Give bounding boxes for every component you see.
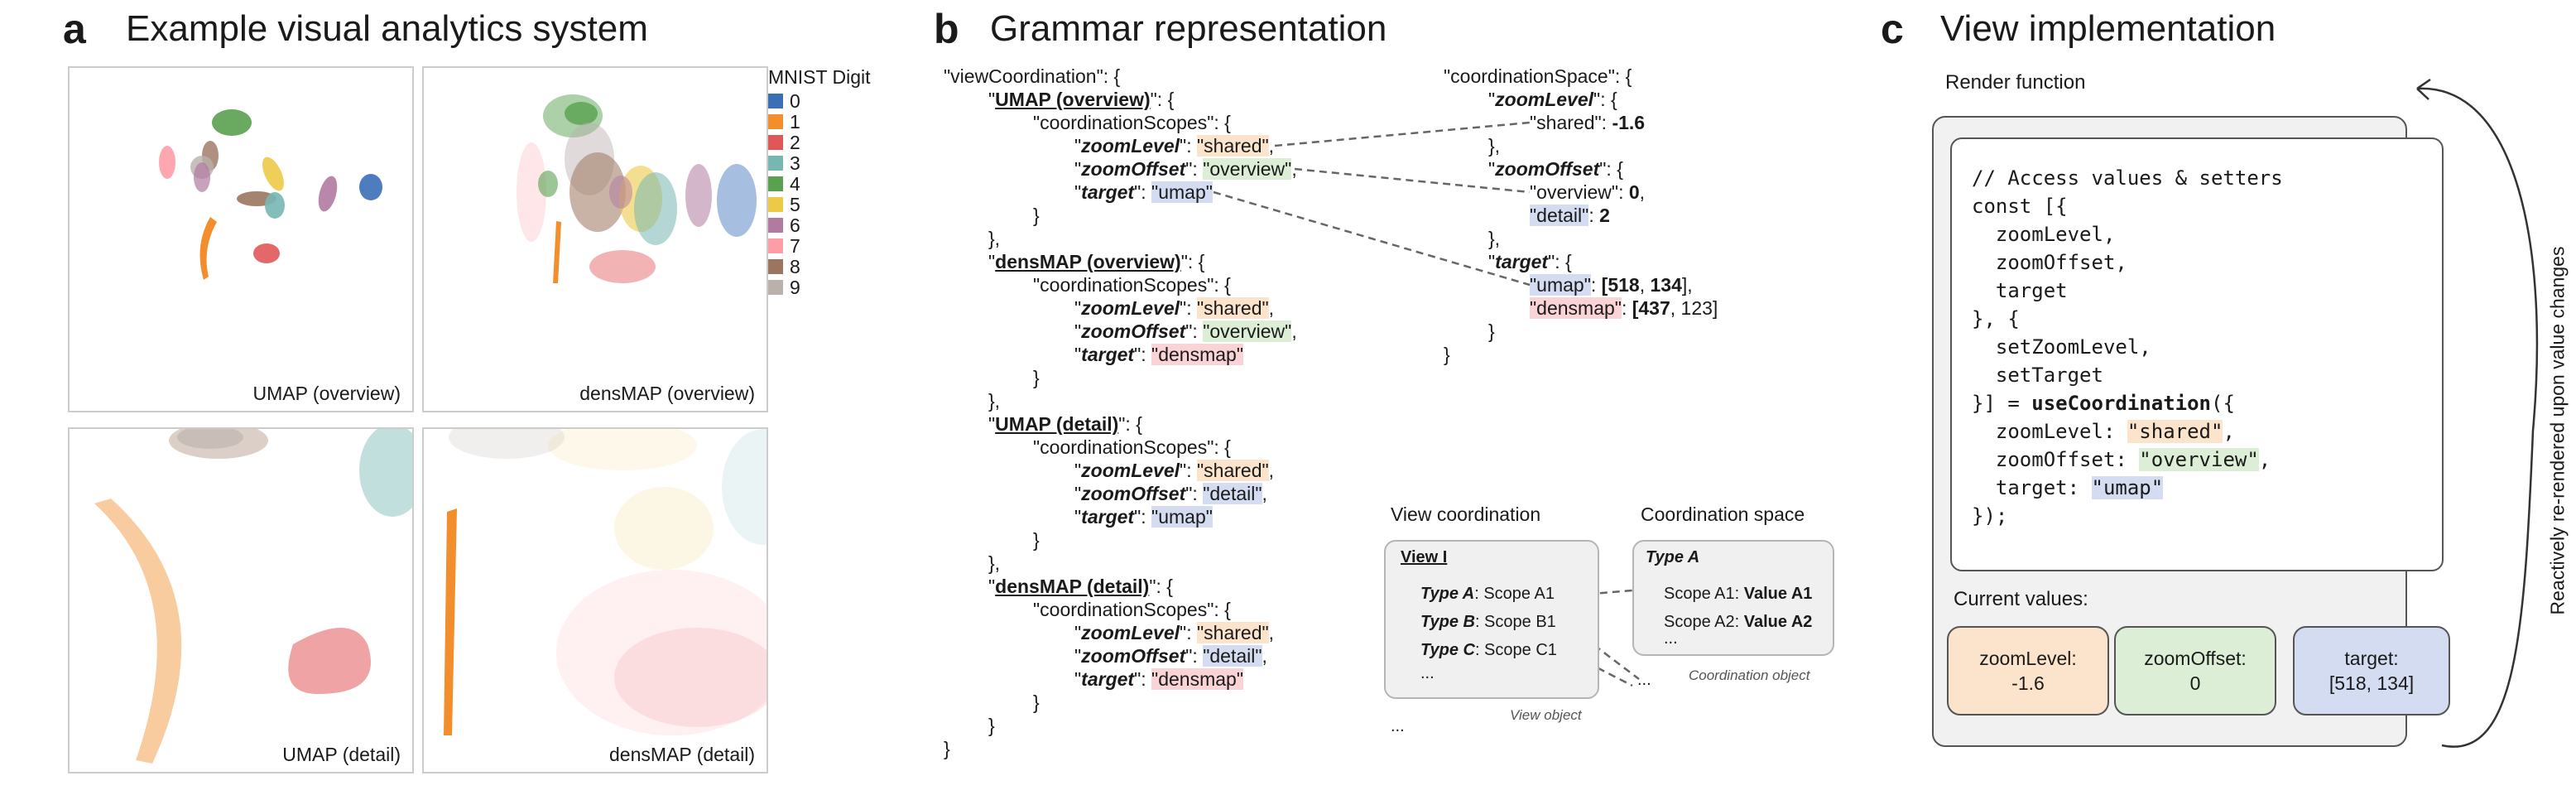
legend-swatch xyxy=(768,259,783,274)
plot-label-umap-detail: UMAP (detail) xyxy=(279,743,404,767)
value-box: zoomLevel: -1.6 xyxy=(1947,626,2109,716)
view-type-c-row: Type C: Scope C1 xyxy=(1420,641,1557,659)
umap-overview-scatter xyxy=(159,109,382,280)
legend-label: 4 xyxy=(790,172,800,195)
space-scope-a2-row: Scope A2: Value A2 xyxy=(1664,613,1813,631)
legend-label: 5 xyxy=(790,193,800,215)
current-values-label: Current values: xyxy=(1954,588,2088,610)
legend-label: 8 xyxy=(790,255,800,277)
legend-swatch xyxy=(768,197,783,212)
rerender-arrow xyxy=(2416,87,2539,748)
value-name: target: xyxy=(2344,648,2399,669)
legend-swatch xyxy=(768,94,783,108)
legend-item: 2 xyxy=(768,131,800,153)
legend-item: 4 xyxy=(768,172,800,195)
coordination-object-caption: Coordination object xyxy=(1689,667,1810,683)
value-text: 0 xyxy=(2189,672,2201,694)
space-type-a: Type A xyxy=(1646,548,1700,566)
panel-a-letter: a xyxy=(63,6,86,52)
legend-label: 9 xyxy=(790,276,800,298)
view-object-box xyxy=(1384,540,1599,699)
panel-c-title: View implementation xyxy=(1940,8,2276,49)
legend-swatch xyxy=(768,156,783,171)
value-name: zoomOffset: xyxy=(2144,648,2247,669)
legend-item: 1 xyxy=(768,110,800,132)
legend-item: 0 xyxy=(768,89,800,112)
view-object-caption: View object xyxy=(1510,707,1582,723)
legend-swatch xyxy=(768,114,783,129)
legend-swatch xyxy=(768,218,783,233)
umap-detail-scatter xyxy=(94,429,412,764)
rerender-note: Reactively re-rendered upon value change… xyxy=(2546,246,2569,615)
views-dots: ... xyxy=(1391,717,1405,735)
view-coordination-title: View coordination xyxy=(1391,504,1541,525)
coordination-object-box xyxy=(1632,540,1834,656)
render-function-label: Render function xyxy=(1945,71,2086,94)
value-name: zoomLevel: xyxy=(1979,648,2077,669)
legend-label: 2 xyxy=(790,131,800,153)
panel-c-letter: c xyxy=(1881,6,1904,52)
space-dots-outer: ... xyxy=(1637,671,1651,689)
code-block: // Access values & setters const [{ zoom… xyxy=(1972,166,2283,528)
plot-densmap-detail[interactable]: densMAP (detail) xyxy=(422,427,768,773)
view-dots: ... xyxy=(1420,664,1435,682)
panel-a-title: Example visual analytics system xyxy=(126,8,648,49)
legend-label: 3 xyxy=(790,152,800,174)
legend-label: 7 xyxy=(790,234,800,257)
value-text: [518, 134] xyxy=(2328,672,2415,694)
view-name: View I xyxy=(1401,548,1448,566)
densmap-overview-scatter xyxy=(517,94,757,283)
plot-label-densmap-overview: densMAP (overview) xyxy=(576,382,758,406)
legend-item: 9 xyxy=(768,276,800,298)
view-type-b-row: Type B: Scope B1 xyxy=(1420,613,1556,631)
legend-swatch xyxy=(768,135,783,150)
legend-label: 6 xyxy=(790,214,800,236)
legend-item: 5 xyxy=(768,193,800,215)
legend-swatch xyxy=(768,176,783,191)
legend-swatch xyxy=(768,280,783,295)
legend-item: 6 xyxy=(768,214,800,236)
legend-label: 0 xyxy=(790,89,800,112)
space-scope-a1-row: Scope A1: Value A1 xyxy=(1664,585,1813,603)
panel-b-letter: b xyxy=(934,6,959,52)
value-box: zoomOffset: 0 xyxy=(2114,626,2276,716)
legend-item: 8 xyxy=(768,255,800,277)
densmap-detail-scatter xyxy=(444,429,767,735)
panel-b-title: Grammar representation xyxy=(990,8,1387,49)
plot-label-densmap-detail: densMAP (detail) xyxy=(606,743,758,767)
plot-label-umap-overview: UMAP (overview) xyxy=(249,382,404,406)
space-dots: ... xyxy=(1664,629,1678,648)
plot-densmap-overview[interactable]: densMAP (overview) xyxy=(422,66,768,412)
legend-swatch xyxy=(768,238,783,253)
value-text: -1.6 xyxy=(2011,672,2045,694)
plot-umap-detail[interactable]: UMAP (detail) xyxy=(68,427,414,773)
legend-item: 7 xyxy=(768,234,800,257)
legend-label: 1 xyxy=(790,110,800,132)
legend-item: 3 xyxy=(768,152,800,174)
coordination-space-title: Coordination space xyxy=(1641,504,1805,525)
view-type-a-row: Type A: Scope A1 xyxy=(1420,585,1555,603)
code-box xyxy=(1950,137,2444,571)
value-box: target: [518, 134] xyxy=(2293,626,2450,716)
legend-title: MNIST Digit xyxy=(768,66,871,88)
plot-umap-overview[interactable]: UMAP (overview) xyxy=(68,66,414,412)
